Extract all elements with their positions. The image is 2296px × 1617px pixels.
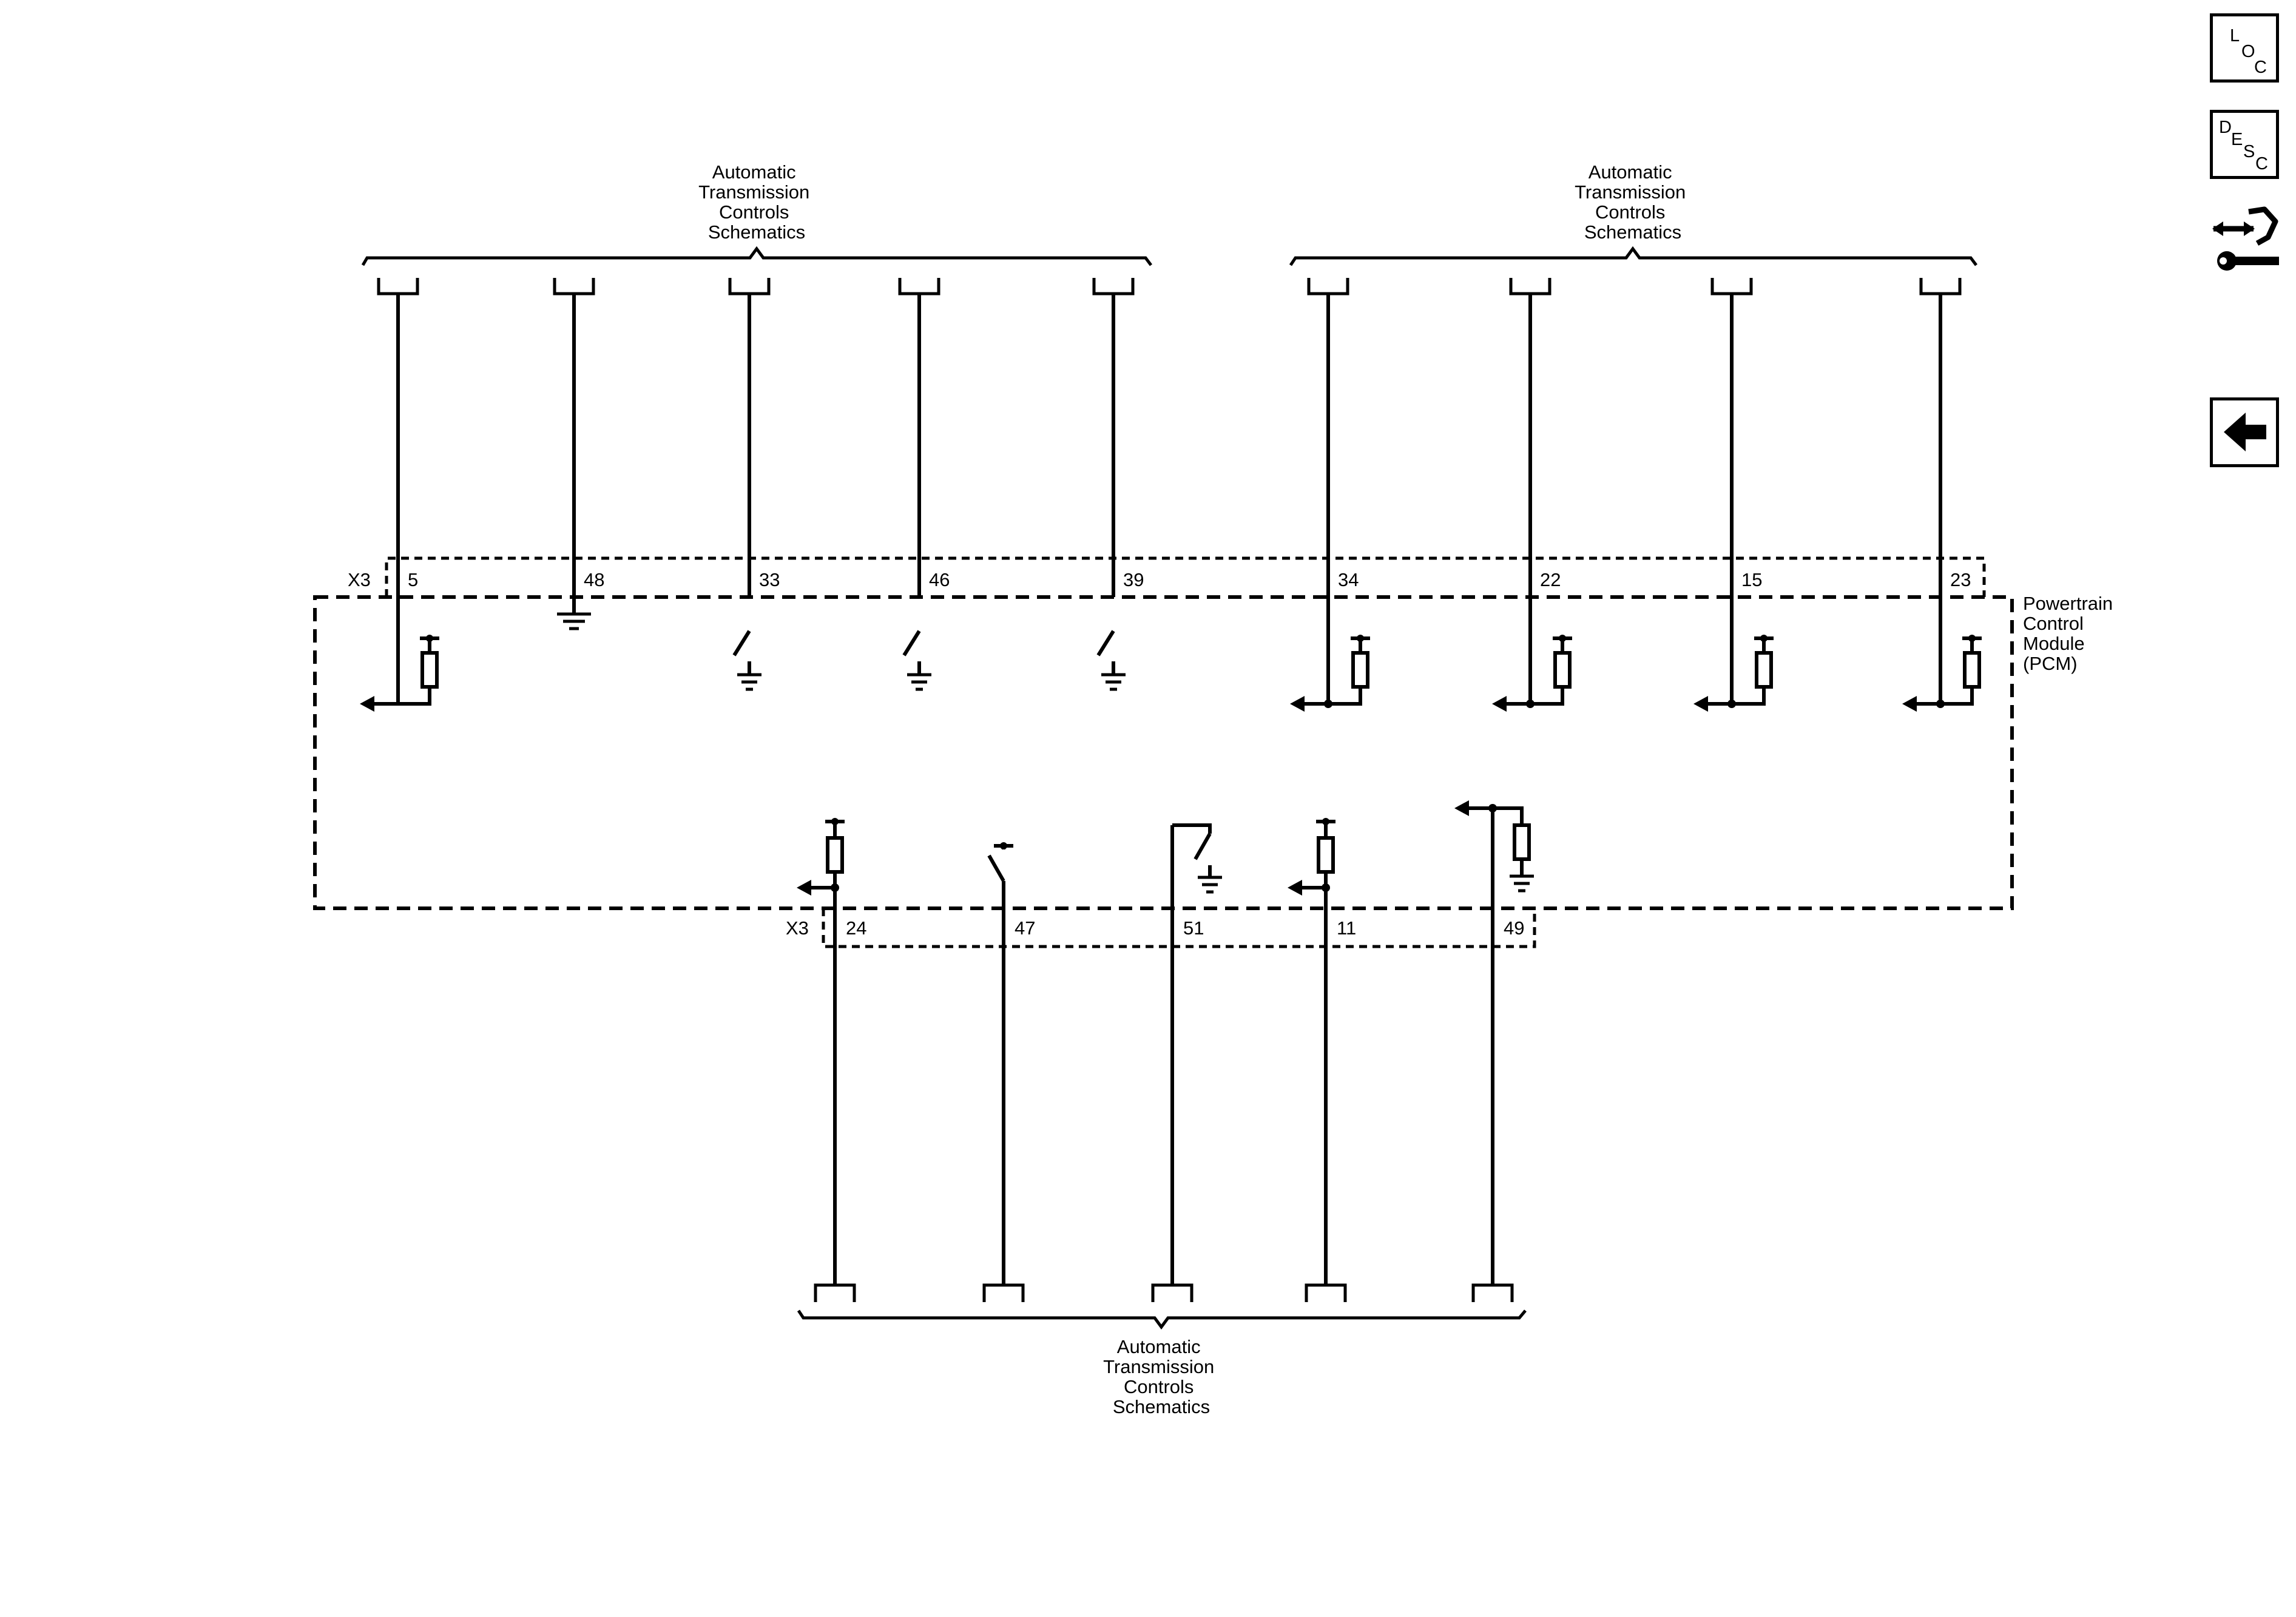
harness-brace-bottom bbox=[797, 1309, 1527, 1330]
x3-connector-top bbox=[385, 556, 1986, 597]
top-terminals bbox=[377, 278, 1962, 295]
pullup-input-pin-23 bbox=[1902, 635, 1982, 712]
module-label: Powertrain Control Module (PCM) bbox=[2023, 593, 2118, 674]
loc-letter-l: L bbox=[2230, 26, 2240, 46]
desc-letter-c: C bbox=[2255, 154, 2268, 174]
back-button[interactable] bbox=[2210, 397, 2279, 467]
loc-letter-c: C bbox=[2254, 58, 2267, 77]
pullup-input-pin-24 bbox=[797, 818, 845, 896]
connector-label-top: X3 bbox=[348, 569, 371, 590]
pin-label: 49 bbox=[1504, 917, 1524, 939]
pin-label: 34 bbox=[1338, 569, 1359, 590]
pin-label: 47 bbox=[1015, 917, 1035, 939]
harness-brace-top-left bbox=[361, 246, 1152, 266]
pullup-input-pin-15 bbox=[1693, 635, 1774, 712]
pin-label: 22 bbox=[1540, 569, 1561, 590]
pin-label: 39 bbox=[1123, 569, 1144, 590]
bottom-terminals bbox=[814, 1283, 1514, 1302]
harness-label-bottom: Automatic Transmission Controls Schemati… bbox=[1103, 1336, 1220, 1417]
bottom-wires bbox=[833, 808, 1494, 1285]
pcm-module-outline bbox=[313, 595, 2014, 910]
loc-letter-o: O bbox=[2241, 42, 2255, 61]
back-arrow-icon bbox=[2224, 413, 2266, 451]
pullup-input-pin-34 bbox=[1290, 635, 1370, 712]
top-wires bbox=[396, 294, 1942, 704]
x3-connector-bottom bbox=[822, 908, 1536, 948]
harness-label-top-left: Automatic Transmission Controls Schemati… bbox=[698, 161, 815, 243]
pin-label: 23 bbox=[1950, 569, 1971, 590]
pullup-input-pin-11 bbox=[1288, 818, 1335, 896]
pin-label: 24 bbox=[846, 917, 866, 939]
pullup-input-pin-22 bbox=[1492, 635, 1572, 712]
pin-label: 5 bbox=[408, 569, 418, 590]
desc-letter-s: S bbox=[2243, 142, 2255, 161]
pin-label: 15 bbox=[1741, 569, 1762, 590]
switch-to-ground-pin-33 bbox=[732, 630, 761, 691]
switch-to-ground-pin-51 bbox=[1172, 823, 1222, 894]
pullup-input-pin-5 bbox=[360, 635, 439, 712]
description-button[interactable]: D E S C bbox=[2210, 110, 2279, 179]
connector-wrench-icon bbox=[2212, 206, 2279, 271]
connector-label-bottom: X3 bbox=[786, 917, 809, 939]
pin-label: 46 bbox=[929, 569, 950, 590]
pin-label: 51 bbox=[1183, 917, 1204, 939]
pin-label: 33 bbox=[759, 569, 780, 590]
ground-pin-48 bbox=[557, 612, 591, 630]
location-button[interactable]: L O C bbox=[2210, 13, 2279, 83]
switch-to-ground-pin-46 bbox=[902, 630, 931, 691]
harness-brace-top-right bbox=[1289, 246, 1977, 266]
switch-to-ground-pin-39 bbox=[1096, 630, 1126, 691]
desc-letter-e: E bbox=[2231, 130, 2243, 149]
pulldown-input-pin-49 bbox=[1454, 800, 1534, 893]
harness-label-top-right: Automatic Transmission Controls Schemati… bbox=[1575, 161, 1691, 243]
pin-label: 48 bbox=[584, 569, 604, 590]
switch-pin-47 bbox=[987, 842, 1013, 882]
desc-letter-d: D bbox=[2219, 118, 2232, 137]
pin-label: 11 bbox=[1337, 917, 1356, 939]
connector-info-button[interactable] bbox=[2210, 203, 2279, 272]
